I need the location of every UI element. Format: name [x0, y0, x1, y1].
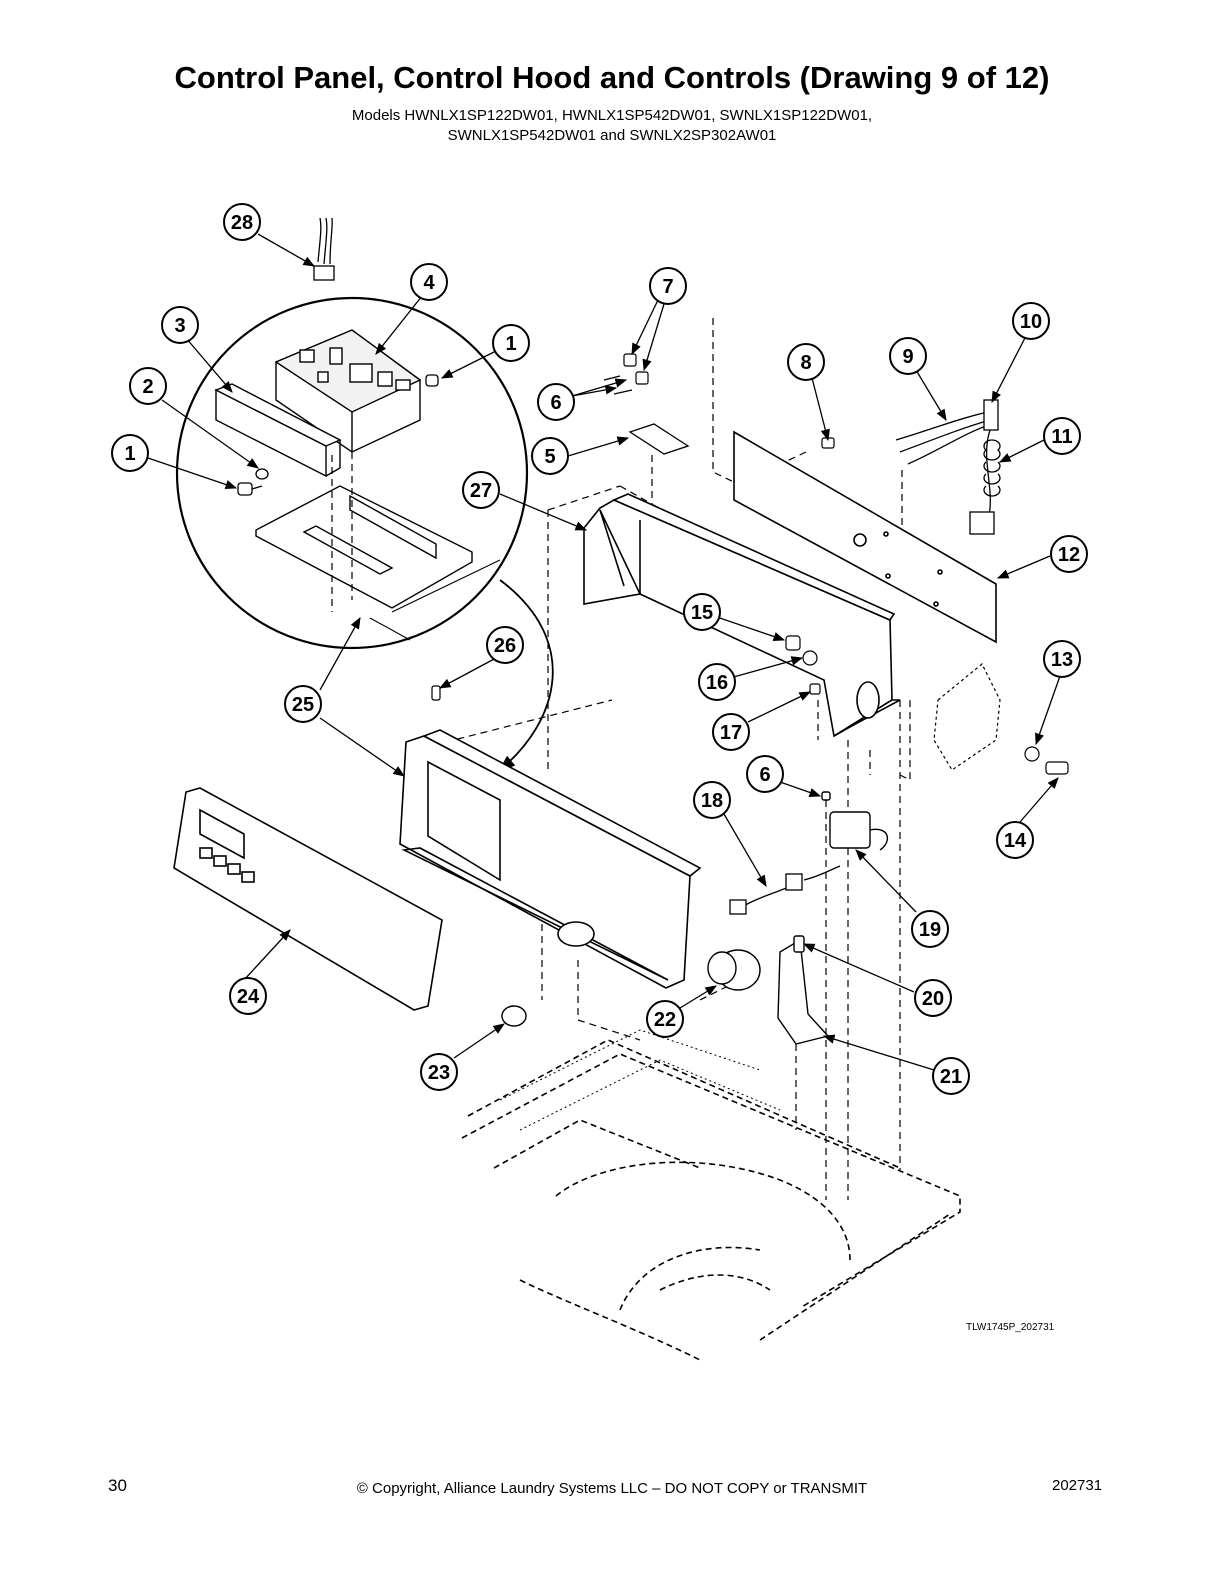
- callout-label: 19: [919, 919, 941, 941]
- models-line-2: SWNLX1SP542DW01 and SWNLX2SP302AW01: [447, 127, 777, 144]
- callout-1-lower: 1: [111, 434, 149, 472]
- callout-4: 4: [410, 263, 448, 301]
- power-cord-part: [895, 399, 1001, 535]
- callout-group: 28 4 3 1 2 1 7 6 5 8 9 10 11 27 12 15 16…: [111, 203, 1088, 1095]
- callout-7: 7: [649, 267, 687, 305]
- callout-14: 14: [996, 821, 1034, 859]
- callout-label: 17: [720, 722, 742, 744]
- callout-27: 27: [462, 471, 500, 509]
- callout-12: 12: [1050, 535, 1088, 573]
- callout-label: 12: [1058, 544, 1080, 566]
- callout-1-upper: 1: [492, 324, 530, 362]
- callout-label: 6: [759, 764, 770, 786]
- callout-label: 1: [124, 443, 135, 465]
- screw-26-part: [431, 685, 441, 701]
- detail-arrow: [498, 579, 554, 772]
- callout-label: 22: [654, 1009, 676, 1031]
- clip-part: [603, 353, 649, 395]
- page-number: 30: [108, 1476, 127, 1495]
- callout-11: 11: [1043, 417, 1081, 455]
- callout-label: 25: [292, 694, 314, 716]
- callout-17: 17: [712, 713, 750, 751]
- callout-label: 3: [174, 315, 185, 337]
- callout-25: 25: [284, 685, 322, 723]
- callout-28: 28: [223, 203, 261, 241]
- shield-outline: [933, 663, 1001, 771]
- callout-21: 21: [932, 1057, 970, 1095]
- rear-panel-part: [733, 430, 997, 644]
- document-code: 202731: [1052, 1477, 1103, 1494]
- control-hood-part: [583, 493, 901, 738]
- callout-label: 6: [550, 392, 561, 414]
- callout-label: 2: [142, 376, 153, 398]
- callout-label: 27: [470, 480, 492, 502]
- control-panel-part: [399, 729, 702, 989]
- knob-part: [501, 1005, 527, 1027]
- leader-lines: [147, 233, 1061, 1071]
- callout-label: 21: [940, 1066, 962, 1088]
- label-part: [628, 423, 690, 455]
- callout-label: 4: [423, 272, 435, 294]
- callout-10: 10: [1012, 302, 1050, 340]
- transformer-part: [821, 791, 889, 851]
- callout-13: 13: [1043, 640, 1081, 678]
- callout-5: 5: [531, 437, 569, 475]
- callout-6-upper: 6: [537, 383, 575, 421]
- callout-label: 24: [237, 986, 260, 1008]
- nut-part: [785, 635, 1069, 775]
- callout-8: 8: [787, 343, 825, 381]
- switch-bracket-part: [777, 935, 830, 1045]
- callout-label: 9: [902, 346, 913, 368]
- switch-part: [707, 949, 761, 991]
- callout-label: 14: [1004, 830, 1027, 852]
- cabinet-base-outline: [461, 1039, 961, 1361]
- callout-15: 15: [683, 593, 721, 631]
- callout-label: 7: [662, 276, 673, 298]
- callout-label: 15: [691, 602, 713, 624]
- page-title: Control Panel, Control Hood and Controls…: [174, 60, 1050, 95]
- models-line-1: Models HWNLX1SP122DW01, HWNLX1SP542DW01,…: [351, 107, 873, 124]
- callout-label: 11: [1051, 426, 1072, 448]
- tray-part: [255, 485, 473, 609]
- callout-18: 18: [693, 781, 731, 819]
- callout-label: 26: [494, 635, 516, 657]
- bracket-part: [214, 383, 342, 478]
- callout-label: 18: [701, 790, 723, 812]
- copyright-notice: © Copyright, Alliance Laundry Systems LL…: [356, 1480, 868, 1497]
- callout-label: 1: [505, 333, 516, 355]
- callout-label: 8: [800, 352, 811, 374]
- control-board-part: [274, 329, 422, 453]
- screw-part: [237, 374, 439, 496]
- callout-label: 20: [922, 988, 944, 1010]
- callout-label: 13: [1051, 649, 1073, 671]
- callout-16: 16: [698, 663, 736, 701]
- callout-9: 9: [889, 337, 927, 375]
- detail-circle: [175, 296, 529, 650]
- callout-label: 16: [706, 672, 728, 694]
- callout-label: 5: [544, 446, 555, 468]
- callout-26: 26: [486, 626, 524, 664]
- drawing-code: TLW1745P_202731: [966, 1322, 1055, 1333]
- callout-label: 23: [428, 1062, 450, 1084]
- callout-24: 24: [229, 977, 267, 1015]
- callout-2: 2: [129, 367, 167, 405]
- callout-6-lower: 6: [746, 755, 784, 793]
- overlay-part: [173, 787, 443, 1011]
- harness-18-part: [729, 865, 841, 915]
- callout-22: 22: [646, 1000, 684, 1038]
- callout-3: 3: [161, 306, 199, 344]
- callout-19: 19: [911, 910, 949, 948]
- callout-23: 23: [420, 1053, 458, 1091]
- callout-label: 10: [1020, 311, 1042, 333]
- wire-harness-part: [313, 217, 335, 281]
- callout-20: 20: [914, 979, 952, 1017]
- callout-label: 28: [231, 212, 253, 234]
